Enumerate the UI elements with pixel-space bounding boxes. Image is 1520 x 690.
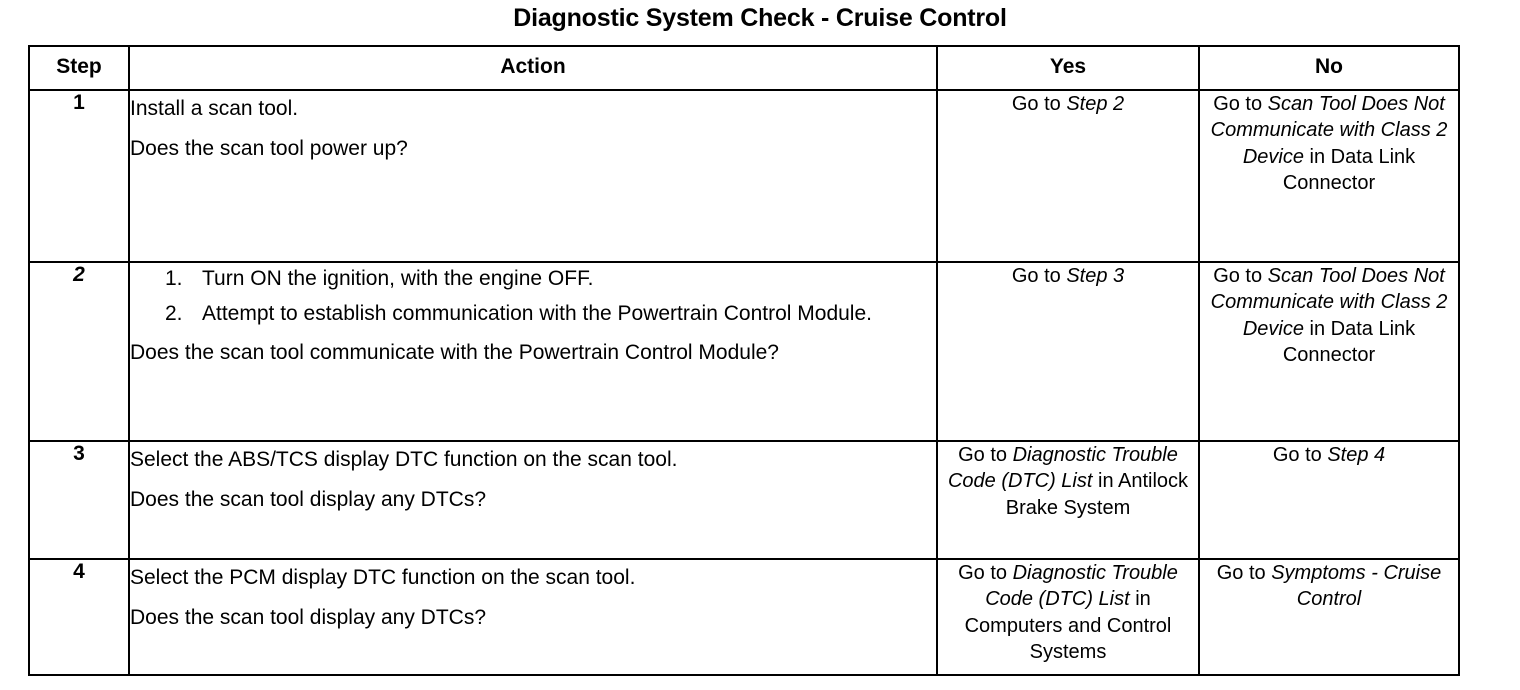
no-branch-text: Go to Scan Tool Does Not Communicate wit… <box>1200 91 1458 197</box>
action-numbered-list: 1. Turn ON the ignition, with the engine … <box>130 263 936 329</box>
yes-branch-cell: Go to Step 3 <box>936 261 1200 442</box>
yes-branch-reference: Diagnostic Trouble Code (DTC) List <box>985 562 1178 611</box>
action-text-line: Does the scan tool display any DTCs? <box>130 606 487 630</box>
no-cell-content: Go to Step 4 <box>1200 442 1458 468</box>
yes-branch-text: Go to Step 2 <box>938 91 1198 117</box>
yes-branch-prefix: Go to <box>958 444 1013 466</box>
no-branch-suffix: in Data Link Connector <box>1282 145 1416 195</box>
column-header-action: Action <box>128 45 938 91</box>
no-cell-content: Go to Scan Tool Does Not Communicate wit… <box>1200 263 1458 369</box>
yes-branch-suffix: in Antilock Brake System <box>1005 470 1189 519</box>
no-branch-text: Go to Scan Tool Does Not Communicate wit… <box>1200 263 1458 369</box>
no-cell-content: Go to Scan Tool Does Not Communicate wit… <box>1200 91 1458 197</box>
no-branch-prefix: Go to <box>1272 444 1328 466</box>
action-list-item-number: 1. <box>165 267 183 290</box>
no-branch-reference: Symptoms - Cruise Control <box>1271 562 1442 611</box>
step-number-cell: 2 <box>28 261 130 442</box>
yes-branch-reference: Diagnostic Trouble Code (DTC) List <box>947 444 1178 493</box>
action-cell: Select the PCM display DTC function on t… <box>128 558 938 676</box>
yes-branch-text: Go to Step 3 <box>938 263 1198 289</box>
no-cell-content: Go to Symptoms - Cruise Control <box>1200 560 1458 613</box>
yes-cell-content: Go to Step 2 <box>938 91 1198 117</box>
yes-branch-cell: Go to Step 2 <box>936 89 1200 263</box>
yes-branch-text: Go to Diagnostic Trouble Code (DTC) List… <box>938 560 1198 666</box>
no-branch-reference: Scan Tool Does Not Communicate with Clas… <box>1210 93 1448 168</box>
yes-cell-content: Go to Diagnostic Trouble Code (DTC) List… <box>938 442 1198 521</box>
table-header-row: Step Action Yes No <box>28 45 1460 91</box>
yes-branch-prefix: Go to <box>1011 265 1067 287</box>
yes-branch-reference: Step 3 <box>1066 265 1125 287</box>
action-list-item-number: 2. <box>165 302 183 326</box>
action-text-line: Does the scan tool communicate with the … <box>130 341 779 365</box>
no-branch-cell: Go to Scan Tool Does Not Communicate wit… <box>1198 89 1460 263</box>
action-text-line: Install a scan tool. <box>130 97 299 120</box>
yes-branch-cell: Go to Diagnostic Trouble Code (DTC) List… <box>936 558 1200 676</box>
table-row: 2 1. Turn ON the ignition, with the engine… <box>28 261 1460 442</box>
action-text-line: Does the scan tool power up? <box>130 137 408 161</box>
step-number-cell: 3 <box>28 440 130 560</box>
no-branch-cell: Go to Step 4 <box>1198 440 1460 560</box>
yes-cell-content: Go to Step 3 <box>938 263 1198 289</box>
no-branch-reference: Scan Tool Does Not Communicate with Clas… <box>1210 265 1448 340</box>
no-branch-text: Go to Step 4 <box>1200 442 1458 468</box>
action-cell: 1. Turn ON the ignition, with the engine … <box>128 261 938 442</box>
page-title: Diagnostic System Check - Cruise Control <box>513 4 1007 32</box>
action-list-item-text: Attempt to establish communication with … <box>202 302 872 326</box>
yes-branch-suffix: in Computers and Control Systems <box>964 588 1172 664</box>
yes-branch-cell: Go to Diagnostic Trouble Code (DTC) List… <box>936 440 1200 560</box>
column-header-step: Step <box>28 45 130 91</box>
no-branch-text: Go to Symptoms - Cruise Control <box>1200 560 1458 613</box>
step-number-cell: 4 <box>28 558 130 676</box>
no-branch-prefix: Go to <box>1213 93 1268 115</box>
yes-cell-content: Go to Diagnostic Trouble Code (DTC) List… <box>938 560 1198 666</box>
action-text-line: Does the scan tool display any DTCs? <box>130 488 487 512</box>
action-list-item: 1. Turn ON the ignition, with the engine … <box>130 263 936 294</box>
action-list-item: 2. Attempt to establish communication wit… <box>130 298 936 329</box>
column-header-no: No <box>1198 45 1460 91</box>
action-cell: Select the ABS/TCS display DTC function … <box>128 440 938 560</box>
yes-branch-prefix: Go to <box>1011 93 1067 115</box>
action-text-line: Select the ABS/TCS display DTC function … <box>130 448 678 471</box>
no-branch-reference: Step 4 <box>1327 444 1386 466</box>
no-branch-cell: Go to Symptoms - Cruise Control <box>1198 558 1460 676</box>
yes-branch-text: Go to Diagnostic Trouble Code (DTC) List… <box>938 442 1198 521</box>
column-header-yes: Yes <box>936 45 1200 91</box>
action-list-item-text: Turn ON the ignition, with the engine OF… <box>202 267 594 290</box>
no-branch-prefix: Go to <box>1216 562 1272 584</box>
yes-branch-prefix: Go to <box>958 562 1013 584</box>
action-cell: Install a scan tool. Does the scan tool p… <box>128 89 938 263</box>
no-branch-prefix: Go to <box>1213 265 1268 287</box>
yes-branch-reference: Step 2 <box>1066 93 1125 115</box>
step-number-cell: 1 <box>28 89 130 263</box>
action-text-line: Select the PCM display DTC function on t… <box>130 566 636 589</box>
no-branch-cell: Go to Scan Tool Does Not Communicate wit… <box>1198 261 1460 442</box>
no-branch-suffix: in Data Link Connector <box>1282 317 1416 367</box>
